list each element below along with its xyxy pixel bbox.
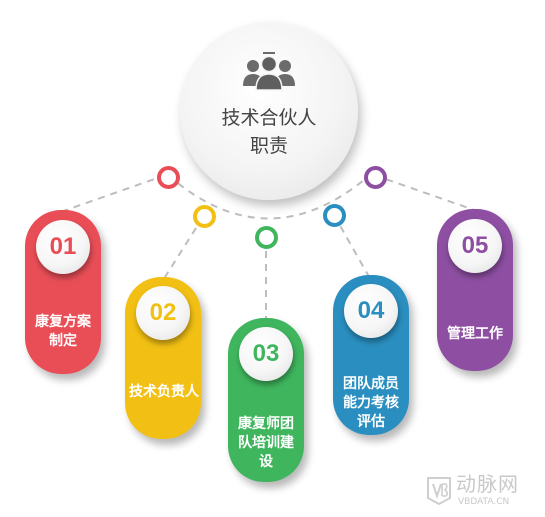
connector-05 xyxy=(373,174,481,213)
card-03-label: 康复师团队培训建设 xyxy=(238,416,294,470)
connector-02 xyxy=(159,216,204,286)
card-04-label: 团队成员能力考核评估 xyxy=(343,376,399,430)
watermark-name: 动脉网 xyxy=(456,472,519,496)
card-04-number: 04 xyxy=(344,284,398,338)
connector-dot-05 xyxy=(364,166,387,189)
connector-dot-04 xyxy=(323,204,346,227)
watermark: 动脉网 VBDATA.CN xyxy=(426,473,538,511)
card-05-label: 管理工作 xyxy=(447,326,503,342)
center-hub: 技术合伙人 职责 xyxy=(180,22,358,200)
card-02-label: 技术负责人 xyxy=(129,384,199,400)
card-01-label: 康复方案制定 xyxy=(35,314,91,349)
center-title: 技术合伙人 职责 xyxy=(180,104,358,160)
card-03-number: 03 xyxy=(239,327,293,381)
center-title-line1: 技术合伙人 xyxy=(221,107,317,129)
team-people-icon xyxy=(243,52,295,91)
connector-arc xyxy=(167,174,371,220)
connector-01 xyxy=(51,174,167,216)
watermark-url: VBDATA.CN xyxy=(458,497,510,507)
center-title-line2: 职责 xyxy=(249,135,288,157)
connector-dot-03 xyxy=(255,226,278,249)
vb-logo-icon xyxy=(427,477,451,506)
connector-dot-02 xyxy=(193,205,216,228)
card-05-number: 05 xyxy=(448,219,502,273)
card-02-number: 02 xyxy=(136,286,190,340)
connector-dot-01 xyxy=(157,166,180,189)
card-01-number: 01 xyxy=(36,220,90,274)
